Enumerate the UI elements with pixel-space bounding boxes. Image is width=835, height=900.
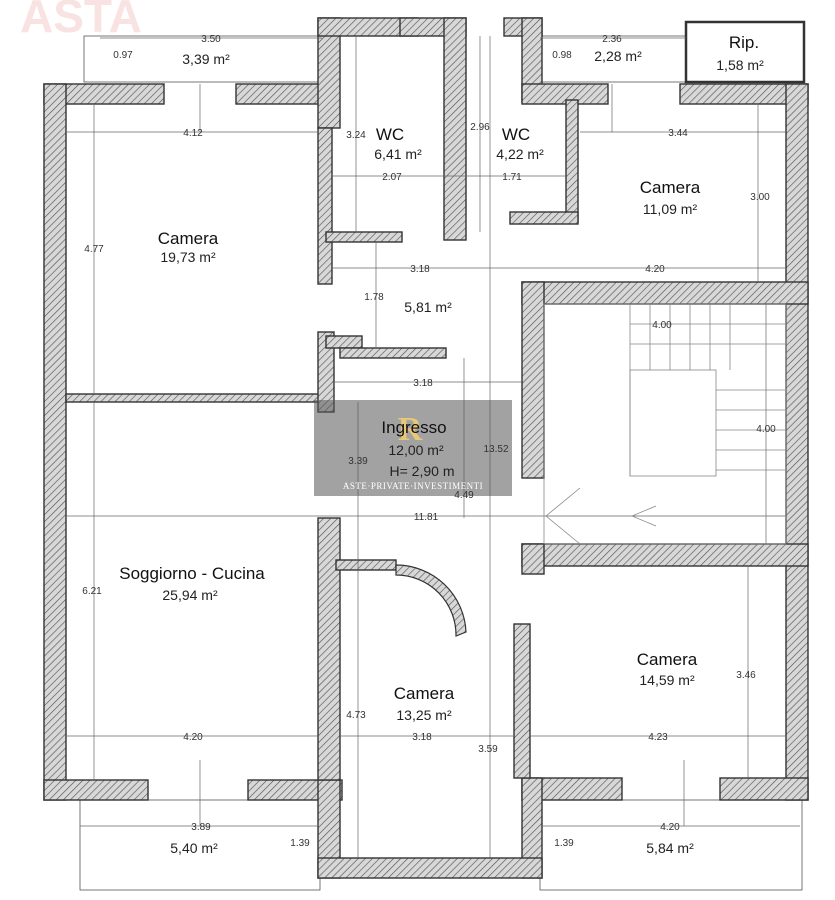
dimension-label: 1.39 <box>554 838 574 849</box>
dimension-labels: 3.50 0.97 2.36 0.98 4.12 3.24 2.96 3.44 … <box>82 34 776 849</box>
room-area: 5,81 m² <box>404 299 452 315</box>
dimension-label: 6.21 <box>82 586 102 597</box>
room-area: 5,40 m² <box>170 840 218 856</box>
walls <box>43 17 809 879</box>
dimension-label: 3.18 <box>410 264 430 275</box>
dimension-label: 4.20 <box>183 732 203 743</box>
watermark-top-text: ASTA <box>20 0 142 42</box>
staircase <box>543 303 787 545</box>
room-area: 5,84 m² <box>646 840 694 856</box>
dimension-label: 4.77 <box>84 244 104 255</box>
dimension-label: 4.00 <box>756 424 776 435</box>
room-name: Camera <box>394 684 455 703</box>
room-area: 14,59 m² <box>639 672 695 688</box>
dimension-label: 4.00 <box>652 320 672 331</box>
room-name: WC <box>502 125 530 144</box>
dimension-label: 0.98 <box>552 50 572 61</box>
watermark: ASTE·PRIVATE·INVESTIMENTI R <box>314 400 512 496</box>
room-name: Camera <box>158 229 219 248</box>
dimension-label: 4.20 <box>645 264 665 275</box>
dimension-label: 1.78 <box>364 292 384 303</box>
storage-box <box>684 20 806 84</box>
dimension-label: 2.07 <box>382 172 402 183</box>
room-area: 25,94 m² <box>162 587 218 603</box>
dimension-label: 3.18 <box>412 732 432 743</box>
dimension-label: 11.81 <box>414 512 439 523</box>
dimension-label: 2.36 <box>602 34 622 45</box>
dimension-label: 4.20 <box>660 822 680 833</box>
dimension-label: 2.96 <box>470 122 490 133</box>
dimension-label: 3.00 <box>750 192 770 203</box>
room-area: 11,09 m² <box>643 201 698 217</box>
room-area: 1,58 m² <box>716 57 764 73</box>
room-height: H= 2,90 m <box>390 463 455 479</box>
dimension-label: 3.44 <box>668 128 688 139</box>
room-area: 2,28 m² <box>594 48 642 64</box>
room-area: 6,41 m² <box>374 146 422 162</box>
dimension-label: 4.12 <box>183 128 203 139</box>
dimension-label: 3.89 <box>191 822 211 833</box>
dimension-label: 13.52 <box>483 444 508 455</box>
room-name: Camera <box>637 650 698 669</box>
dimension-label: 3.24 <box>346 130 366 141</box>
watermark-logo: R <box>398 411 423 448</box>
room-labels: 3,39 m² WC 6,41 m² WC 4,22 m² 2,28 m² Ri… <box>119 33 764 856</box>
dimension-label: 4.49 <box>454 490 474 501</box>
room-area: 12,00 m² <box>388 442 444 458</box>
room-name: WC <box>376 125 404 144</box>
room-name: Camera <box>640 178 701 197</box>
dimension-label: 4.73 <box>346 710 366 721</box>
dimension-label: 3.50 <box>201 34 221 45</box>
room-name: Soggiorno - Cucina <box>119 564 265 583</box>
room-area: 4,22 m² <box>496 146 544 162</box>
dimension-label: 0.97 <box>113 50 133 61</box>
room-area: 13,25 m² <box>396 707 452 723</box>
dimension-label: 3.59 <box>478 744 498 755</box>
room-name: Ingresso <box>381 418 446 437</box>
dimension-label: 3.18 <box>413 378 433 389</box>
room-area: 3,39 m² <box>182 51 230 67</box>
room-name: Rip. <box>729 33 759 52</box>
watermark-caption: ASTE·PRIVATE·INVESTIMENTI <box>343 481 483 491</box>
dimension-label: 4.23 <box>648 732 668 743</box>
dimension-label: 3.46 <box>736 670 756 681</box>
dimension-label: 1.71 <box>502 172 522 183</box>
dimension-label: 1.39 <box>290 838 310 849</box>
dimension-label: 3.39 <box>348 456 368 467</box>
room-area: 19,73 m² <box>160 249 216 265</box>
